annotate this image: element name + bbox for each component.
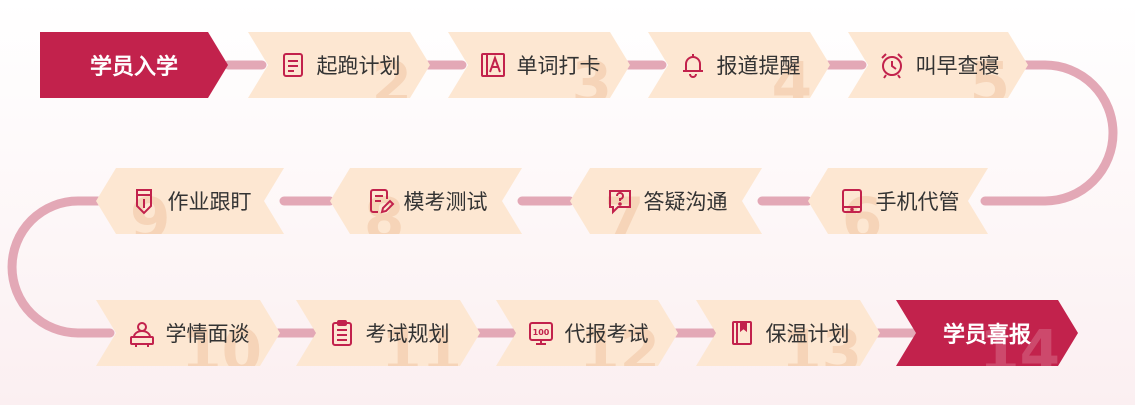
step-3: 3 单词打卡: [448, 32, 630, 98]
step-7: 7 答疑沟通: [570, 168, 762, 234]
step-13: 13 保温计划: [696, 300, 880, 366]
letter-a-icon: [478, 50, 508, 80]
bell-icon: [678, 50, 708, 80]
step-11: 11 考试规划: [296, 300, 480, 366]
step-10-label: 学情面谈: [165, 322, 250, 346]
step-4-label: 报道提醒: [716, 54, 801, 78]
step-8-label: 模考测试: [403, 190, 488, 214]
step-3-label: 单词打卡: [516, 54, 601, 78]
pen-icon: [129, 186, 159, 216]
step-14-label: 学员喜报: [942, 323, 1031, 348]
meeting-icon: [127, 318, 157, 348]
step-8: 8 模考测试: [330, 168, 522, 234]
edit-note-icon: [365, 186, 395, 216]
step-13-label: 保温计划: [765, 322, 850, 346]
connector-turn-left: [7, 196, 115, 338]
step-14: 14 学员喜报: [896, 300, 1078, 366]
step-12-label: 代报考试: [564, 322, 649, 346]
step-6-label: 手机代管: [875, 190, 960, 214]
step-9-label: 作业跟盯: [167, 190, 252, 214]
step-2: 2 起跑计划: [248, 32, 430, 98]
question-icon: [605, 186, 635, 216]
book-icon: [727, 318, 757, 348]
step-11-label: 考试规划: [365, 322, 450, 346]
step-12: 12 100 代报考试: [496, 300, 678, 366]
step-5-label: 叫早查寝: [915, 54, 1000, 78]
step-9: 9 作业跟盯: [96, 168, 284, 234]
step-4: 4 报道提醒: [648, 32, 830, 98]
step-1-label: 学员入学: [89, 55, 178, 80]
step-7-label: 答疑沟通: [643, 190, 728, 214]
clipboard-icon: [327, 318, 357, 348]
tablet-icon: [837, 186, 867, 216]
document-icon: [278, 50, 308, 80]
connector-turn-right: [980, 60, 1118, 206]
step-10: 10 学情面谈: [96, 300, 280, 366]
step-5: 5 叫早查寝: [848, 32, 1028, 98]
step-6: 6 手机代管: [808, 168, 988, 234]
svg-text:100: 100: [532, 328, 549, 337]
alarm-clock-icon: [877, 50, 907, 80]
step-1: 学员入学: [40, 32, 228, 98]
score-100-icon: 100: [526, 318, 556, 348]
step-2-label: 起跑计划: [316, 54, 401, 78]
